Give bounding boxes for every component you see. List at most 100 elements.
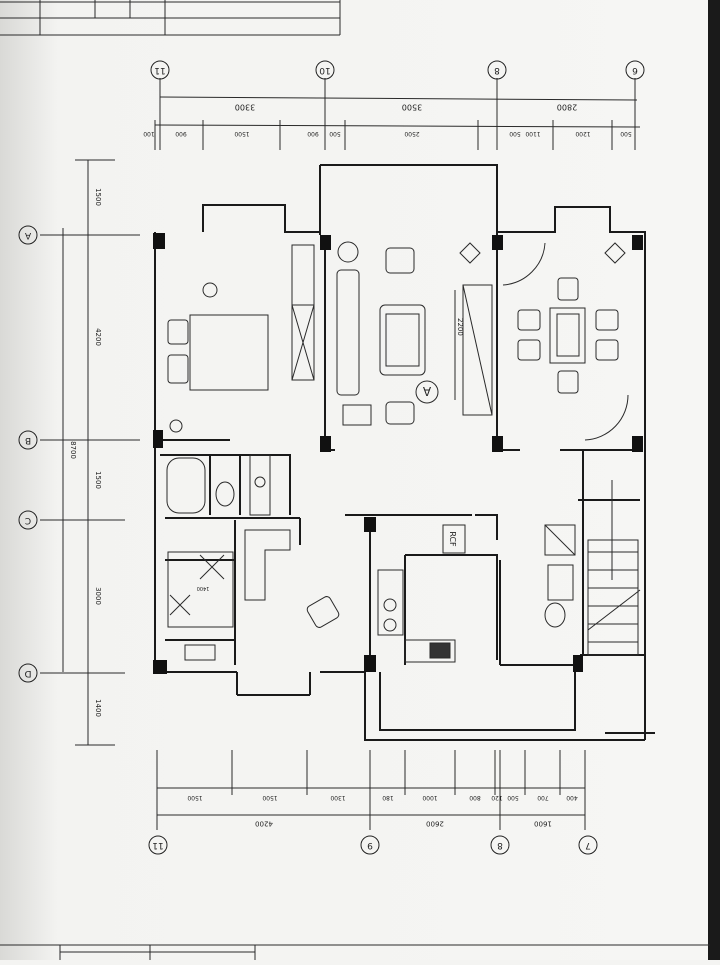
left-total-dimension: 8700 <box>69 441 77 459</box>
living-room-furniture <box>336 241 493 426</box>
chair <box>306 596 340 628</box>
bottom-total-dimension: 2600 <box>426 819 444 827</box>
top-total-dimension: 3300 <box>235 103 255 112</box>
bottom-segment-dimension: 700 <box>537 794 549 801</box>
dining-furniture <box>502 242 629 441</box>
sink <box>254 476 266 488</box>
bottom-segment-dimension: 1000 <box>422 794 437 801</box>
bottom-segment-dimension: 1500 <box>262 794 277 801</box>
side-table <box>342 404 372 426</box>
top-axis-label-circle <box>150 60 170 80</box>
coffee-table <box>379 304 426 376</box>
left-axis-label: A <box>24 230 31 240</box>
left-axis-label-circle <box>18 225 38 245</box>
bottom-total-dimension: 1600 <box>534 819 552 827</box>
top-total-dimension: 2800 <box>557 103 577 112</box>
bottom-axis-label-circle <box>578 835 598 855</box>
washbasin <box>547 564 574 601</box>
left-segment-dimension: 1500 <box>94 188 102 206</box>
top-axis-label-circle <box>487 60 507 80</box>
top-axis-label-circle <box>315 60 335 80</box>
fridge-label: RCF <box>448 531 457 547</box>
l-shaped-desk <box>244 529 291 601</box>
bottom-segment-dimension: 1300 <box>330 794 345 801</box>
left-axis-label-circle <box>18 663 38 683</box>
bed-dimension: 1400 <box>197 585 210 591</box>
floor-lamp <box>337 241 359 263</box>
pillow <box>167 354 189 384</box>
top-segment-dimension: 500 <box>509 130 521 137</box>
dining-table <box>549 307 586 364</box>
top-dimension-lines <box>154 78 641 150</box>
top-segment-dimension: 1200 <box>575 130 590 137</box>
pillow <box>167 319 189 345</box>
plant <box>169 419 183 433</box>
second-bedroom-furniture <box>167 529 340 661</box>
top-axis-label: 10 <box>319 65 331 75</box>
bottom-axis-label: 8 <box>497 840 503 850</box>
top-segment-dimension: 2500 <box>404 130 419 137</box>
sofa <box>336 269 360 396</box>
bottom-total-dimension: 4200 <box>255 819 273 827</box>
bottom-segment-dimension: 400 <box>566 794 578 801</box>
bottom-segment-dimension: 800 <box>469 794 481 801</box>
bottom-segment-dimension: 500 <box>507 794 519 801</box>
armchair <box>385 401 415 425</box>
toilet <box>215 481 235 507</box>
top-title-block <box>0 0 341 36</box>
fridge <box>442 524 466 554</box>
top-segment-dimension: 1100 <box>525 130 540 137</box>
bedroom-furniture <box>167 244 315 433</box>
bottom-axis-label-circle <box>360 835 380 855</box>
counter <box>377 569 404 636</box>
bottom-axis-label-circle <box>490 835 510 855</box>
left-axis-label-circle <box>18 510 38 530</box>
bathroom-fixtures <box>166 454 576 628</box>
bench <box>184 644 216 661</box>
view-marker <box>415 380 439 404</box>
bottom-title-block <box>0 944 710 960</box>
bottom-dimension-lines <box>156 750 586 830</box>
double-bed <box>189 314 269 391</box>
bottom-axis-label-circle <box>148 835 168 855</box>
left-axis-label: C <box>25 515 31 525</box>
vanity <box>249 454 271 516</box>
background-edge <box>708 0 720 960</box>
bathtub <box>166 457 206 514</box>
structural-columns <box>153 233 643 674</box>
top-segment-dimension: 100 <box>143 130 155 137</box>
left-axis-label: D <box>24 668 31 678</box>
left-segment-dimension: 1500 <box>94 471 102 489</box>
bottom-axis-label: 7 <box>585 840 591 850</box>
top-segment-dimension: 900 <box>307 130 319 137</box>
toilet-2 <box>544 602 566 628</box>
left-segment-dimension: 3000 <box>94 587 102 605</box>
top-axis-bubbles: 11 10 8 6 <box>150 60 645 80</box>
staircase <box>587 480 641 656</box>
left-dimension-lines <box>40 159 140 746</box>
top-axis-label-circle <box>625 60 645 80</box>
bottom-axis-label: 9 <box>367 840 373 850</box>
single-bed <box>167 551 234 628</box>
armchair <box>385 247 415 274</box>
top-segment-dimension: 500 <box>620 130 632 137</box>
top-axis-label: 11 <box>154 65 165 75</box>
left-axis-bubbles: A B C D <box>18 225 38 683</box>
left-axis-label-circle <box>18 430 38 450</box>
top-segment-dimension: 500 <box>329 130 341 137</box>
top-axis-label: 6 <box>632 65 638 75</box>
bottom-segment-dimension: 120 <box>491 794 503 801</box>
left-segment-dimension: 4200 <box>94 328 102 346</box>
left-axis-label: B <box>25 435 31 445</box>
bottom-segment-dimension: 1500 <box>187 794 202 801</box>
top-axis-label: 8 <box>494 65 500 75</box>
tv-cabinet <box>462 284 493 416</box>
sofa-dimension: 2200 <box>456 318 464 336</box>
